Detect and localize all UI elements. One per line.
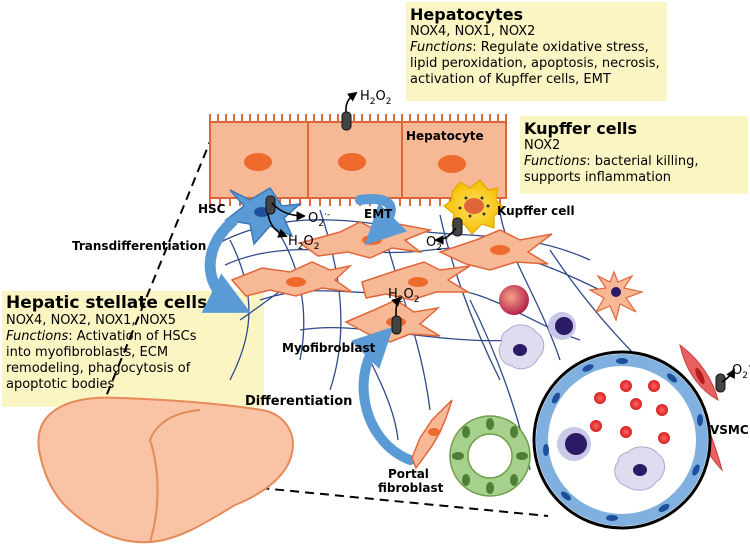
hepatocyte-nucleus — [244, 153, 272, 171]
superoxide-label: O2·- — [426, 234, 448, 253]
hepatocytes-info-box: Hepatocytes NOX4, NOX1, NOX2 Functions: … — [406, 2, 667, 101]
kupffer-title: Kupffer cells — [524, 119, 638, 138]
functions-text: : Regulate oxidative stress, — [472, 40, 649, 55]
vsmc-label: VSMC — [710, 423, 749, 437]
bile-duct — [449, 415, 531, 497]
hepatocytes-title: Hepatocytes — [410, 5, 524, 24]
myofibroblast-label: Myofibroblast — [282, 341, 376, 355]
superoxide-label: O2·- — [732, 362, 750, 381]
hsc-functions-line-3: remodeling, phagocytosis of — [6, 361, 191, 376]
hsc-functions-line-2: into myofibroblasts, ECM — [6, 345, 169, 360]
kupffer-functions-line-1: Functions: bacterial killing, — [524, 154, 744, 170]
h2o2-label: H2O2 — [360, 89, 391, 107]
kupffer-info-box: Kupffer cells NOX2 Functions: bacterial … — [520, 116, 748, 194]
h2o2-label: H2O2 — [388, 287, 419, 305]
hsc-nox: NOX4, NOX2, NOX1, NOX5 — [6, 313, 177, 328]
kupffer-functions-line-2: supports inflammation — [524, 170, 672, 185]
vessel-cross-section-icon — [532, 350, 712, 530]
transdifferentiation-arrow — [201, 216, 251, 313]
liver-icon — [37, 396, 294, 544]
hepatocytes-functions-line-2: lipid peroxidation, apoptosis, necrosis, — [410, 56, 660, 71]
functions-text: : Activation of HSCs — [68, 329, 197, 344]
hepatocyte-nucleus — [438, 155, 466, 173]
hepatocyte-label: Hepatocyte — [406, 129, 484, 143]
hepatocyte-nucleus — [338, 153, 366, 171]
h2o2-label: H2O2 — [288, 234, 319, 252]
hepatocytes-functions-line-1: Functions: Regulate oxidative stress, — [410, 40, 663, 56]
emt-label: EMT — [364, 207, 393, 221]
immune-cells — [498, 270, 645, 370]
red-blood-cell-icon — [590, 380, 670, 444]
differentiation-label: Differentiation — [245, 394, 352, 409]
hsc-functions-line-4: apoptotic bodies — [6, 377, 115, 392]
kupffer-cell-label: Kupffer cell — [497, 204, 575, 218]
differentiation-arrow — [350, 326, 415, 465]
functions-text: : bacterial killing, — [586, 154, 699, 169]
functions-label: Functions — [6, 329, 69, 344]
hepatocytes-nox: NOX4, NOX1, NOX2 — [410, 24, 536, 39]
portal-fibroblast-cell — [411, 399, 453, 470]
superoxide-label: O2·- — [308, 210, 330, 229]
portal-fibroblast-label-line-1: Portal — [388, 467, 429, 481]
transdifferentiation-label: Transdifferentiation — [72, 239, 206, 253]
functions-label: Functions — [410, 40, 473, 55]
portal-fibroblast-label-line-2: fibroblast — [378, 481, 444, 495]
hsc-functions-line-1: Functions: Activation of HSCs — [6, 329, 260, 345]
hsc-title: Hepatic stellate cells — [6, 293, 208, 313]
hsc-label: HSC — [198, 202, 226, 216]
functions-label: Functions — [524, 154, 587, 169]
hepatocytes-functions-line-3: activation of Kupffer cells, EMT — [410, 72, 611, 87]
emt-arrow — [355, 194, 408, 246]
kupffer-nox: NOX2 — [524, 138, 561, 153]
